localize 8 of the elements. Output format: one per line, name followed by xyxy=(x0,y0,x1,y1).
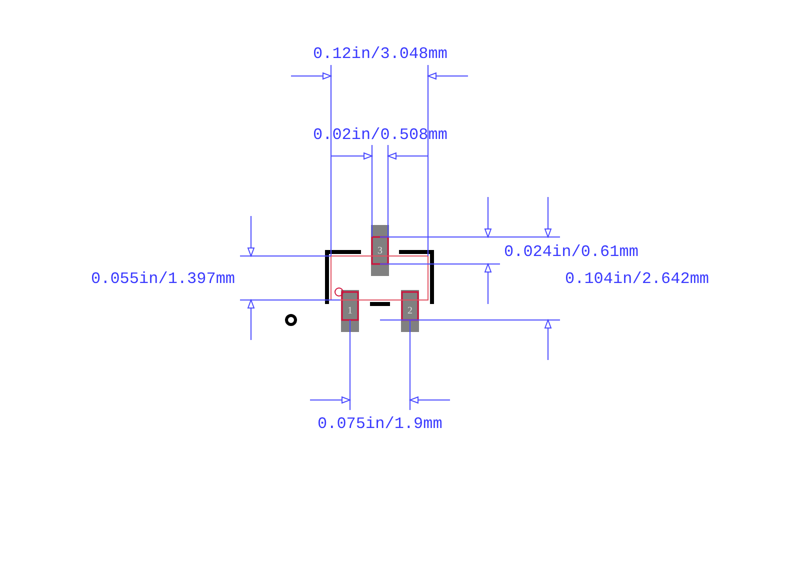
dimension-label: 0.104in/2.642mm xyxy=(565,270,710,288)
dimension-label: 0.024in/0.61mm xyxy=(504,243,638,261)
pad-number: 3 xyxy=(376,245,384,256)
dimension-label: 0.075in/1.9mm xyxy=(318,415,442,433)
dimension-label: 0.055in/1.397mm xyxy=(91,270,236,288)
pad-number: 2 xyxy=(406,306,414,316)
dimension-label: 0.12in/3.048mm xyxy=(313,45,448,63)
pad-number: 1 xyxy=(346,306,354,316)
